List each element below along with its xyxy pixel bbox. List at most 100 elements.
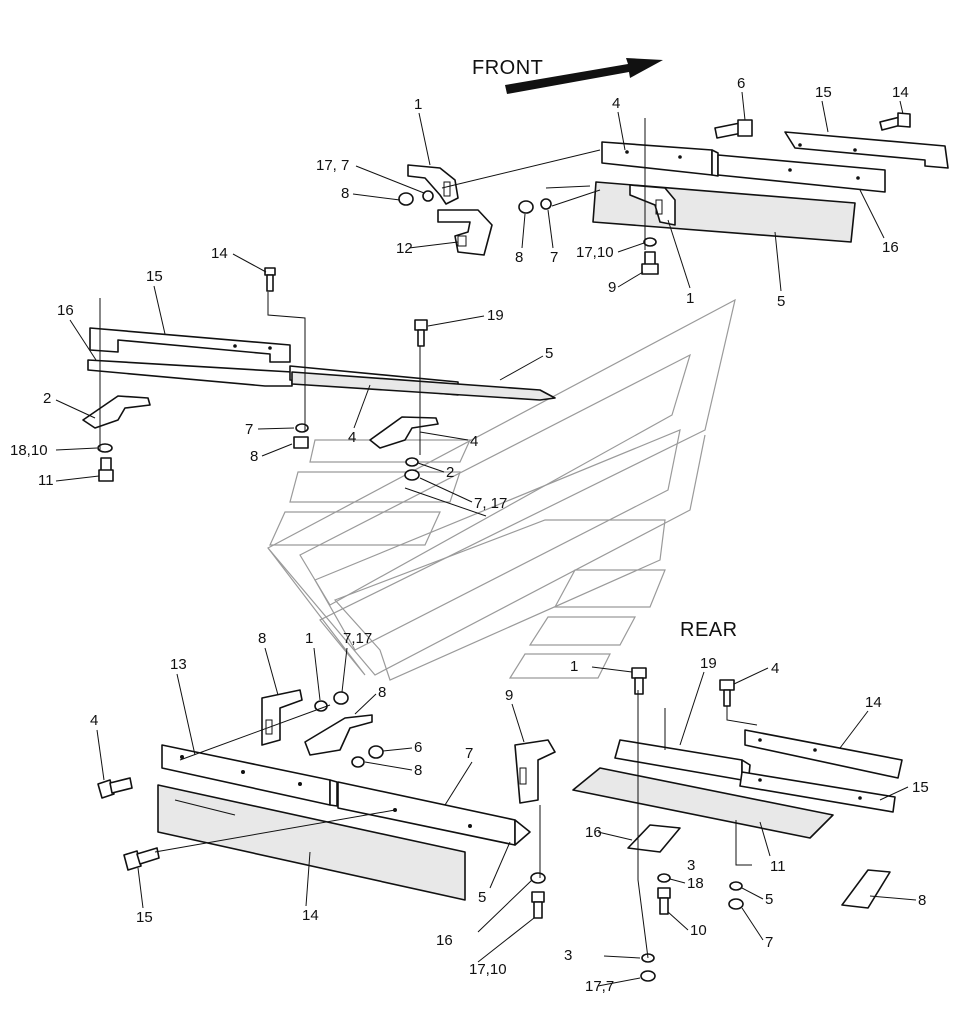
part-nut-8-top	[398, 192, 414, 206]
part-bracket-2-left	[82, 395, 151, 429]
part-washer-7-top-mid	[540, 198, 552, 210]
part-member-15-top	[784, 131, 949, 169]
callout-label: 3	[564, 947, 572, 964]
callout-label: 9	[505, 687, 513, 704]
callout-label: 19	[487, 307, 504, 324]
background-logo-watermark	[267, 298, 736, 681]
callout-label: 8	[378, 684, 386, 701]
callout-label: 1	[686, 290, 694, 307]
part-member-16-top	[717, 154, 886, 193]
callout-label: 8	[515, 249, 523, 266]
part-bracket-2-middle	[369, 416, 439, 449]
part-bolt-14-middle	[264, 267, 276, 292]
part-nut-8-bottom	[333, 691, 349, 705]
callout-label: 5	[765, 891, 773, 908]
part-bracket-1-top-right	[629, 184, 676, 226]
part-nut-8-middle	[293, 436, 309, 449]
callout-label: 4	[612, 95, 620, 112]
part-washer-18-10-left	[97, 443, 113, 453]
callout-label: 15	[815, 84, 832, 101]
callout-label: 11	[770, 858, 786, 875]
part-member-4-bottom	[161, 744, 338, 807]
callout-label: 7	[550, 249, 558, 266]
part-bolt-6-top	[714, 119, 753, 139]
part-washer-17-10-top	[643, 237, 657, 247]
part-bolt-6-bottom	[97, 777, 133, 799]
part-nut-8-bottom-right	[368, 745, 384, 759]
part-nut-8-top-mid	[518, 200, 534, 214]
part-bracket-13	[304, 714, 373, 756]
callout-label: 16	[436, 932, 453, 949]
part-washer-7-rear	[729, 881, 743, 891]
part-board-5-top	[545, 181, 856, 243]
part-member-15-left	[89, 327, 291, 363]
part-bracket-1-top	[407, 164, 459, 205]
callout-label: 8	[918, 892, 926, 909]
callout-label: 7,17	[343, 630, 372, 647]
part-bolt-14-top	[879, 112, 911, 131]
part-member-16-left	[87, 359, 293, 387]
callout-label: 15	[136, 909, 153, 926]
callout-label: 17,10	[576, 244, 614, 261]
part-member-4-top	[601, 141, 719, 177]
callout-label: 11	[38, 472, 54, 489]
part-board-5-bottom	[157, 784, 466, 901]
callout-label: 15	[912, 779, 929, 796]
part-bolt-11-left	[98, 457, 114, 482]
part-bolt-11-rear	[657, 887, 671, 915]
front-direction-indicator: FRONT	[472, 57, 663, 94]
part-washer-7-bottom	[351, 756, 365, 768]
part-board-5-rear	[572, 767, 834, 839]
callout-label: 16	[57, 302, 74, 319]
callout-label: 1	[570, 658, 578, 675]
callout-label: 7, 17	[474, 495, 507, 512]
callout-label: 8	[258, 630, 266, 647]
part-nut-8-middle-right	[404, 469, 420, 481]
callout-label: 10	[690, 922, 707, 939]
callout-label: 7	[465, 745, 473, 762]
callout-label: 2	[446, 464, 454, 481]
callout-label: 16	[585, 824, 602, 841]
part-member-15-bottom	[337, 781, 531, 846]
callout-label: 15	[146, 268, 163, 285]
callout-label: 19	[700, 655, 717, 672]
callout-label: 5	[777, 293, 785, 310]
callout-label: 12	[396, 240, 413, 257]
part-bracket-3-rear-right	[841, 869, 891, 909]
callout-label: 3	[687, 857, 695, 874]
front-heading: FRONT	[472, 57, 543, 79]
part-bolt-14-rear	[719, 679, 735, 707]
part-bracket-1-bottom-center	[514, 739, 556, 804]
callout-label: 2	[43, 390, 51, 407]
part-bracket-1-bottom-left	[261, 689, 303, 746]
part-bolt-14-bottom	[123, 847, 160, 871]
part-washer-18-10-rear	[657, 873, 671, 883]
callout-label: 8	[250, 448, 258, 465]
callout-label: 7	[765, 934, 773, 951]
part-bolt-19-middle	[414, 319, 428, 347]
callout-label: 4	[90, 712, 98, 729]
callout-label: 18,10	[10, 442, 48, 459]
callout-label: 14	[865, 694, 882, 711]
part-washer-7-top	[422, 190, 434, 202]
callout-label: 14	[302, 907, 319, 924]
part-nut-8-rear-bottom	[640, 970, 656, 982]
part-bracket-3-rear-left	[627, 824, 681, 853]
callouts-group: 1 17, 7 8 12 4 6 15 14 8 7 17,10 9 1 5 1…	[10, 75, 929, 995]
callout-label: 17,7	[585, 978, 614, 995]
callout-label: 14	[211, 245, 228, 262]
parts-group	[82, 112, 949, 982]
callout-label: 14	[892, 84, 909, 101]
part-bolt-19-rear	[631, 667, 647, 695]
front-arrow-icon	[505, 58, 663, 94]
callout-label: 18	[687, 875, 704, 892]
callout-label: 6	[737, 75, 745, 92]
callout-label: 16	[882, 239, 899, 256]
callout-label: 7	[245, 421, 253, 438]
callout-label: 4	[348, 429, 356, 446]
rear-heading: REAR	[680, 619, 738, 641]
callout-label: 17, 7	[316, 157, 349, 174]
part-bolt-9-top	[641, 251, 659, 275]
callout-label: 9	[608, 279, 616, 296]
